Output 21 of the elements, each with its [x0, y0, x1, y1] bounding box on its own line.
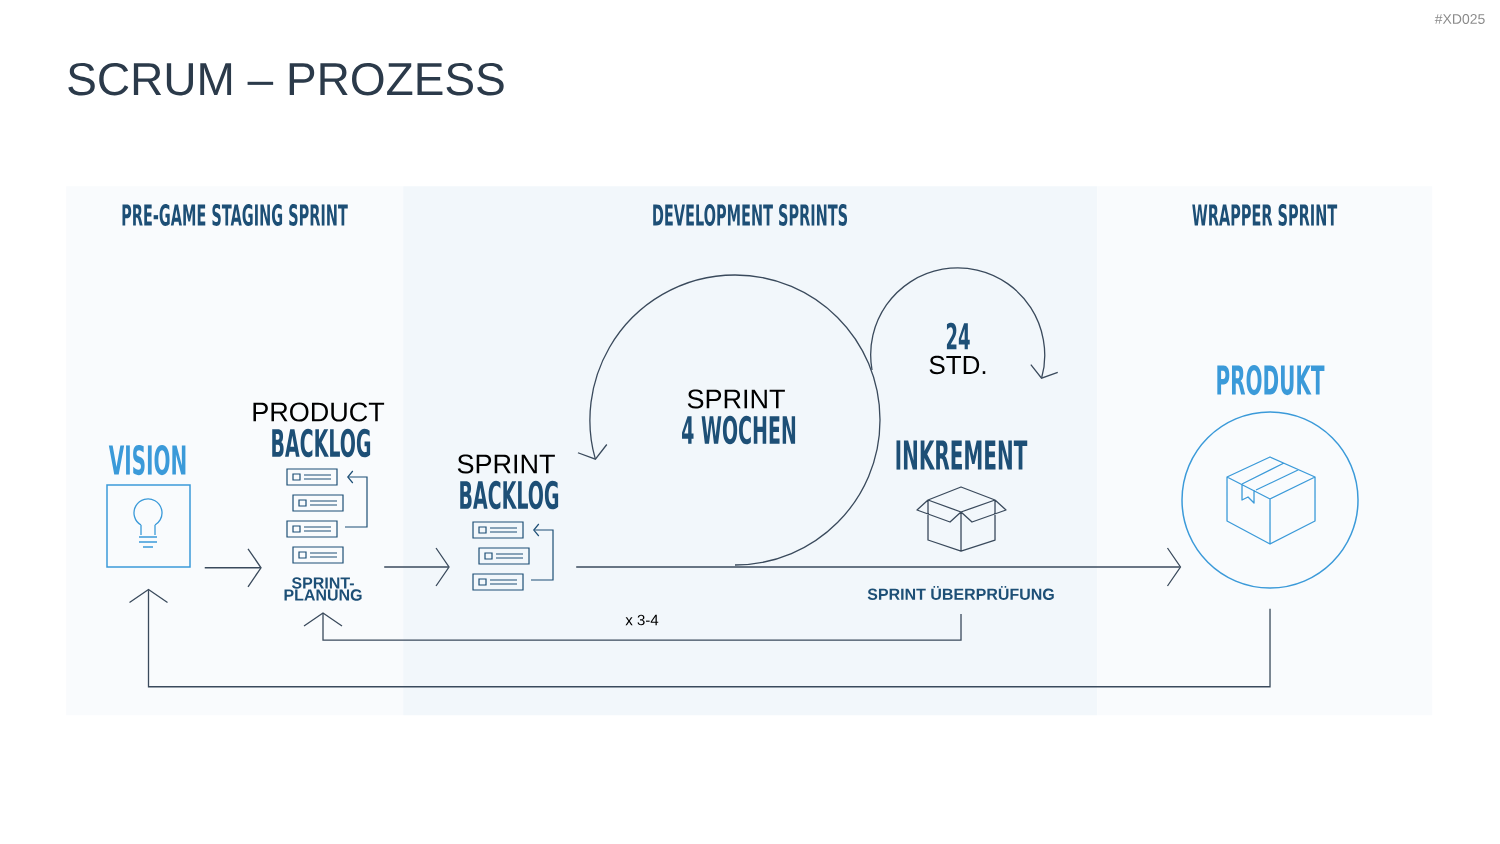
loop-caption: SPRINT: [687, 389, 785, 409]
node-caption: SPRINT- PLANUNG: [284, 577, 362, 601]
node-caption: PRODUCT: [253, 402, 385, 422]
arrow: [575, 547, 1182, 587]
stage-heading: WRAPPER SPRINT: [1192, 204, 1338, 226]
node-heading: INKREMENT: [896, 440, 1028, 470]
node-heading: PRODUKT: [1217, 364, 1325, 396]
node-caption: SPRINT: [457, 454, 555, 474]
arrow: [303, 612, 962, 641]
loop-caption: STD.: [929, 355, 986, 375]
stage-heading: PRE-GAME STAGING SPRINT: [122, 204, 348, 226]
loop-heading: 4 WOCHEN: [682, 415, 796, 445]
arrow: [128, 588, 1271, 688]
review-label: SPRINT ÜBERPRÜFUNG: [867, 586, 1054, 600]
node-heading: BACKLOG: [460, 480, 559, 510]
node-heading: BACKLOG: [272, 428, 371, 458]
slide-code: #XD025: [1434, 14, 1485, 24]
title: SCRUM – PROZESS: [68, 62, 504, 96]
loop-heading: 24: [946, 322, 970, 350]
node-heading: VISION: [108, 444, 186, 476]
stage-heading: DEVELOPMENT SPRINTS: [653, 204, 848, 226]
